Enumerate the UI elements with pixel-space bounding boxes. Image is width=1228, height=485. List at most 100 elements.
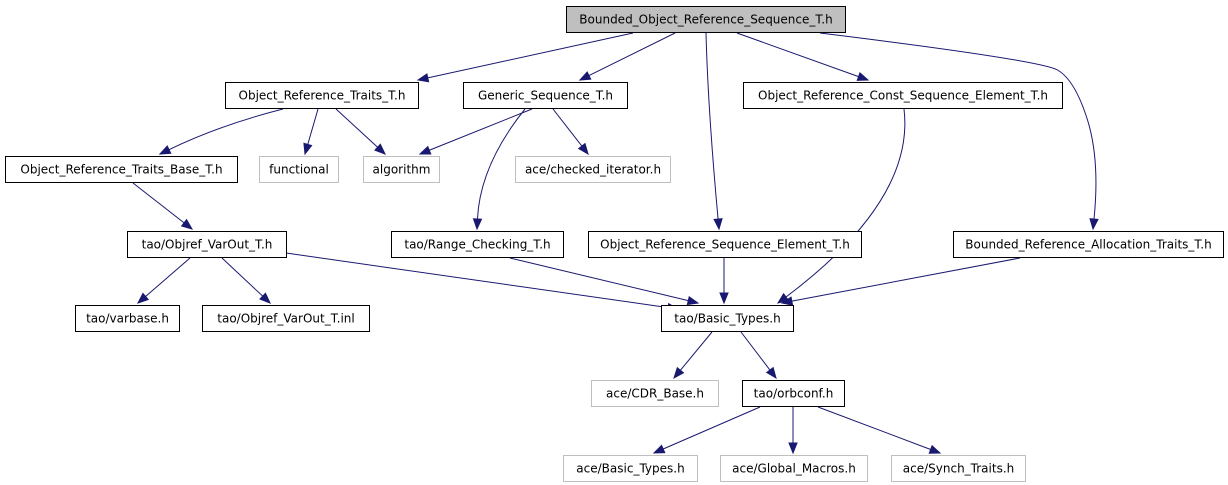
node-box	[363, 156, 440, 183]
edge-ort-to-ortb	[158, 108, 284, 155]
arrowhead-icon	[673, 366, 685, 380]
edge-range-to-basic	[509, 257, 700, 306]
node-label: tao/Objref_VarOut_T.inl	[217, 312, 354, 326]
arrowhead-icon	[652, 444, 666, 454]
edge-line	[679, 331, 713, 371]
arrowhead-icon	[472, 218, 483, 231]
node-basic[interactable]: tao/Basic_Types.h	[661, 305, 794, 332]
node-orcse[interactable]: Object_Reference_Const_Sequence_Element_…	[743, 82, 1063, 109]
arrowhead-icon	[259, 292, 271, 304]
node-label: algorithm	[373, 163, 431, 177]
node-label: Generic_Sequence_T.h	[478, 89, 613, 103]
node-cdr[interactable]: ace/CDR_Base.h	[591, 380, 719, 407]
node-box	[891, 455, 1026, 482]
edge-line	[819, 32, 1097, 220]
node-orse[interactable]: Object_Reference_Sequence_Element_T.h	[588, 231, 862, 258]
node-label: tao/Basic_Types.h	[674, 312, 780, 326]
edge-gst-to-range	[472, 108, 526, 231]
arrowhead-icon	[136, 292, 150, 304]
arrowhead-icon	[719, 292, 729, 305]
node-label: ace/Basic_Types.h	[576, 462, 684, 476]
edge-line	[285, 252, 669, 309]
edge-orbconf-to-global	[788, 407, 798, 455]
node-label: ace/CDR_Base.h	[606, 387, 704, 401]
node-label: Bounded_Object_Reference_Sequence_T.h	[579, 13, 832, 27]
arrowhead-icon	[780, 296, 794, 306]
edge-root-to-orse	[705, 32, 723, 231]
node-orbconf[interactable]: tao/orbconf.h	[742, 380, 845, 407]
edge-line	[791, 257, 1021, 302]
node-objinl[interactable]: tao/Objref_VarOut_T.inl	[202, 305, 370, 332]
edge-brat-to-basic	[780, 257, 1021, 306]
edge-line	[429, 108, 533, 151]
edge-line	[509, 257, 689, 302]
arrowhead-icon	[577, 142, 589, 156]
node-box	[566, 6, 846, 33]
edge-line	[740, 331, 771, 371]
edge-basic-to-cdr	[673, 331, 713, 380]
node-objvar[interactable]: tao/Objref_VarOut_T.h	[127, 231, 287, 258]
node-label: ace/Synch_Traits.h	[903, 462, 1014, 476]
arrowhead-icon	[713, 218, 723, 231]
arrowhead-icon	[1089, 218, 1099, 231]
edge-objvar-to-objinl	[221, 257, 271, 304]
node-label: Object_Reference_Traits_Base_T.h	[20, 163, 222, 177]
arrowhead-icon	[303, 142, 313, 156]
arrowhead-icon	[765, 366, 777, 380]
edge-gst-to-algorithm	[418, 108, 533, 155]
node-box	[515, 156, 671, 183]
arrowhead-icon	[686, 295, 700, 306]
node-label: Object_Reference_Traits_T.h	[239, 89, 406, 103]
edge-line	[335, 108, 378, 148]
arrowhead-icon	[928, 444, 942, 454]
node-range[interactable]: tao/Range_Checking_T.h	[391, 231, 564, 258]
node-box	[463, 82, 628, 109]
edge-ort-to-algorithm	[335, 108, 386, 155]
node-box	[742, 380, 845, 407]
node-label: Object_Reference_Const_Sequence_Element_…	[758, 89, 1048, 103]
node-functional[interactable]: functional	[259, 156, 339, 183]
edge-line	[552, 108, 583, 147]
node-box	[225, 82, 419, 109]
node-label: tao/orbconf.h	[754, 387, 834, 401]
node-ortb[interactable]: Object_Reference_Traits_Base_T.h	[5, 156, 238, 183]
edge-line	[817, 406, 931, 450]
edge-root-to-brat	[819, 32, 1099, 231]
arrowhead-icon	[180, 218, 194, 230]
arrowhead-icon	[374, 143, 386, 155]
node-acebasic[interactable]: ace/Basic_Types.h	[563, 455, 698, 482]
node-varbase[interactable]: tao/varbase.h	[75, 305, 180, 332]
edge-root-to-ort	[416, 32, 634, 83]
nodes-layer: Bounded_Object_Reference_Sequence_T.hObj…	[5, 6, 1224, 482]
edge-root-to-orcse	[736, 32, 870, 81]
node-box	[5, 156, 238, 183]
arrowhead-icon	[416, 73, 430, 83]
edge-orse-to-basic	[719, 258, 729, 305]
node-brat[interactable]: Bounded_Reference_Allocation_Traits_T.h	[953, 231, 1224, 258]
arrowhead-icon	[418, 145, 432, 155]
edge-ortb-to-objvar	[132, 182, 194, 230]
edge-line	[736, 32, 859, 78]
node-gst[interactable]: Generic_Sequence_T.h	[463, 82, 628, 109]
edge-line	[221, 257, 264, 297]
node-ort[interactable]: Object_Reference_Traits_T.h	[225, 82, 419, 109]
edge-line	[662, 406, 761, 450]
node-box	[127, 231, 287, 258]
edge-gst-to-checked	[552, 108, 589, 156]
node-label: ace/checked_iterator.h	[525, 163, 661, 177]
node-algorithm[interactable]: algorithm	[363, 156, 440, 183]
arrowhead-icon	[158, 145, 172, 155]
node-box	[202, 305, 370, 332]
node-box	[743, 82, 1063, 109]
node-box	[588, 231, 862, 258]
edge-root-to-gst	[578, 32, 676, 81]
edge-orcse-to-basic	[776, 108, 906, 304]
node-root[interactable]: Bounded_Object_Reference_Sequence_T.h	[566, 6, 846, 33]
node-global[interactable]: ace/Global_Macros.h	[720, 455, 868, 482]
edge-line	[427, 32, 634, 79]
node-label: tao/Range_Checking_T.h	[404, 238, 550, 252]
node-synch[interactable]: ace/Synch_Traits.h	[891, 455, 1026, 482]
node-box	[391, 231, 564, 258]
node-checked[interactable]: ace/checked_iterator.h	[515, 156, 671, 183]
